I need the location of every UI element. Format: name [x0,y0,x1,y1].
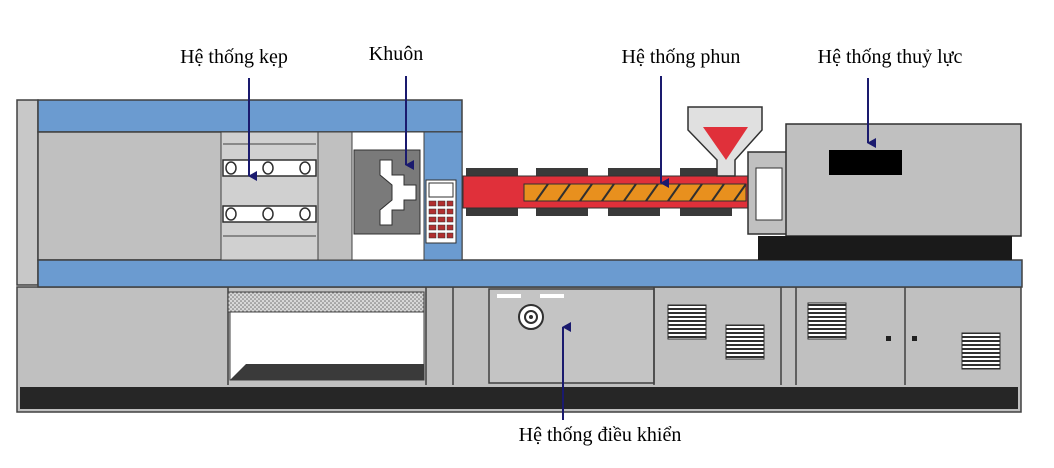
vent-grille [961,332,1001,370]
injection-unit [462,106,789,235]
label-control-system: Hệ thống điều khiển [519,424,682,446]
vent-grille [725,324,765,360]
hydraulic-base [758,236,1012,260]
label-injection-system: Hệ thống phun [622,46,741,68]
label-hydraulic-system: Hệ thống thuỷ lực [818,46,963,68]
base-plinth [20,387,1018,409]
hydraulic-display [829,150,902,175]
hydraulic-unit [758,123,1022,260]
label-clamping-system: Hệ thống kẹp [180,46,288,68]
base-cabinet [16,286,1022,413]
vent-grille [667,304,707,340]
hopper-bay-grille [227,291,425,313]
callout-arrows [248,76,876,420]
vent-grille [807,302,847,340]
label-mold: Khuôn [369,43,423,65]
